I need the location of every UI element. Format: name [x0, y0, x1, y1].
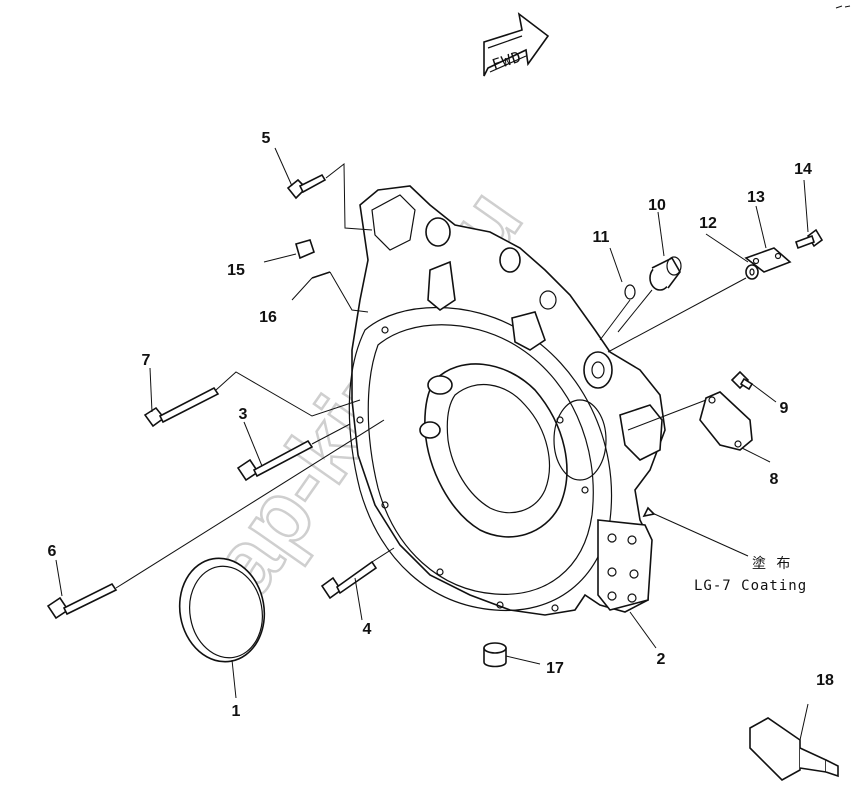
coating-note-en: LG-7 Coating: [694, 578, 807, 594]
part-13-plate: [744, 247, 792, 273]
callout-5: 5: [262, 130, 271, 147]
callout-14: 14: [794, 161, 812, 178]
callout-10: 10: [648, 197, 666, 214]
callout-1: 1: [232, 703, 241, 720]
leader-lines: [55, 147, 809, 741]
callout-3: 3: [239, 406, 248, 423]
callout-15: 15: [227, 262, 245, 279]
part-15-plug: [295, 239, 315, 260]
flywheel-housing: [348, 185, 666, 616]
part-4-bolt: [320, 560, 378, 600]
part-6-bolt: [46, 582, 118, 620]
fwd-arrow: FWD: [483, 12, 550, 77]
callout-18: 18: [816, 672, 834, 689]
part-17-cap: [483, 642, 507, 668]
part-18-tool: [749, 717, 839, 781]
part-11-oring: [624, 284, 636, 300]
part-7-bolt: [143, 386, 220, 428]
part-1-seal: [178, 557, 266, 663]
callout-9: 9: [780, 400, 789, 417]
callout-6: 6: [48, 543, 57, 560]
part-16-pin: [311, 271, 331, 279]
callout-2: 2: [657, 651, 666, 668]
callout-12: 12: [699, 215, 717, 232]
part-10-plug: [649, 256, 682, 291]
part-9-bolt: [730, 370, 754, 391]
callout-13: 13: [747, 189, 765, 206]
callout-4: 4: [363, 621, 372, 638]
part-14-bolt: [794, 228, 824, 250]
callout-11: 11: [593, 229, 610, 246]
part-3-bolt: [236, 439, 314, 482]
part-5-bolt: [286, 173, 327, 200]
corner-mark: [835, 5, 851, 9]
callout-7: 7: [142, 352, 151, 369]
callout-16: 16: [259, 309, 277, 326]
part-8-cover: [699, 391, 753, 451]
callout-17: 17: [546, 660, 564, 677]
callouts: 1 2 3 4 5 6 7 8 9 10 11 12 13 14 15 16 1…: [48, 130, 834, 720]
part-12-washer: [745, 264, 759, 280]
coating-note-jp: 塗 布: [752, 555, 791, 572]
callout-8: 8: [770, 471, 779, 488]
